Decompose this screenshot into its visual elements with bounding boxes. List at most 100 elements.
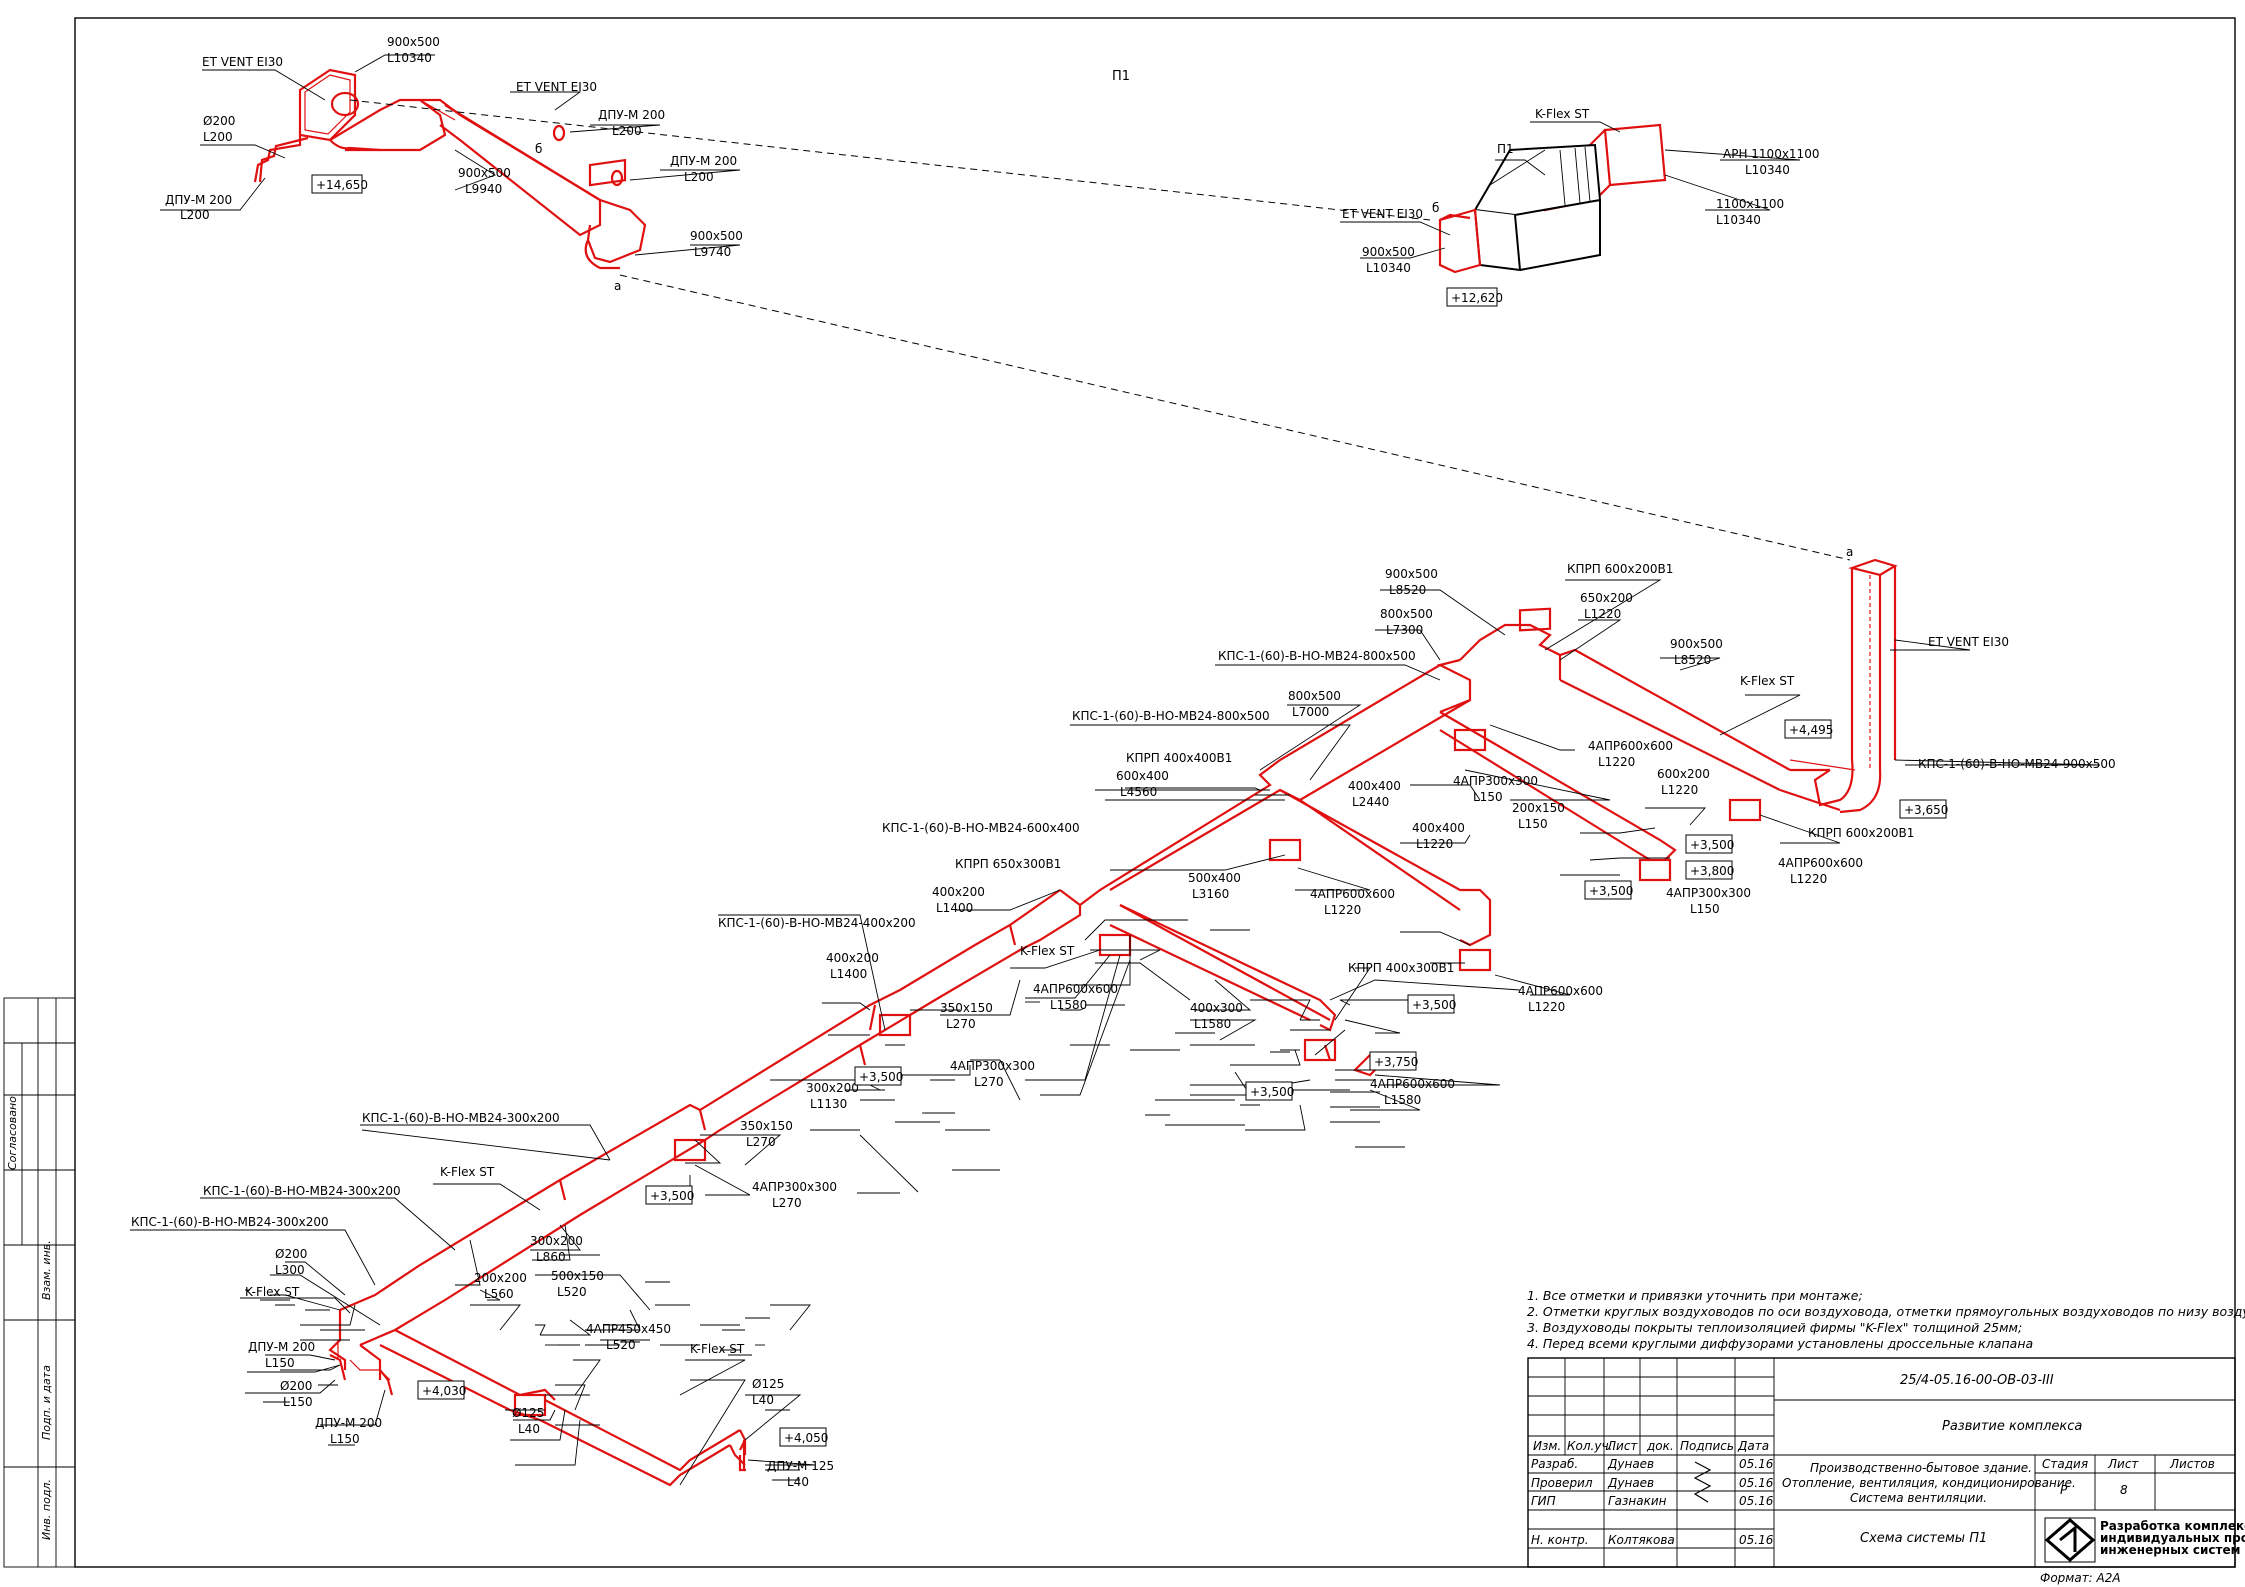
- main-duct-network: [328, 558, 1898, 1487]
- label-l34: КПРП 600х200В1: [1808, 826, 1914, 840]
- mark-14650: +14,650: [316, 178, 368, 192]
- label-l10: K-Flex ST: [1535, 107, 1590, 121]
- label-l51b: L270: [974, 1075, 1004, 1089]
- label-l29b: L150: [1473, 790, 1503, 804]
- mark-12620: +12,620: [1451, 291, 1503, 305]
- label-l68b: L150: [283, 1395, 313, 1409]
- mark-3750: +3,750: [1374, 1055, 1418, 1069]
- label-l13b: L10340: [1716, 213, 1761, 227]
- tb-date-2: 05.16: [1739, 1494, 1774, 1508]
- label-l5a: ДПУ-М 200: [165, 193, 232, 207]
- label-l4b: L200: [203, 130, 233, 144]
- label-l8a: ДПУ-М 200: [670, 154, 737, 168]
- tb-role-2: ГИП: [1531, 1494, 1556, 1508]
- label-l66: K-Flex ST: [690, 1342, 745, 1356]
- label-l33a: 200х150: [1512, 801, 1565, 815]
- label-l14: ET VENT EI30: [1342, 207, 1423, 221]
- label-l52b: L1580: [1384, 1093, 1421, 1107]
- label-l20b: L7300: [1386, 623, 1423, 637]
- side-stamp: Согласовано Взам. инв. Подп. и дата Инв.…: [3, 997, 76, 1568]
- signature: [1693, 1461, 1712, 1503]
- label-l17: КПРП 600х200В1: [1567, 562, 1673, 576]
- label-l53a: 300х200: [806, 1081, 859, 1095]
- label-l59: КПС-1-(60)-В-НО-МВ24-300х200: [131, 1215, 329, 1229]
- mark-3650: +3,650: [1904, 803, 1948, 817]
- tb-name-3: Колтякова: [1608, 1533, 1675, 1547]
- label-l41b: L150: [1690, 902, 1720, 916]
- label-l24a: 800х500: [1288, 689, 1341, 703]
- label-l55a: 350х150: [740, 1119, 793, 1133]
- label-l32b: L2440: [1352, 795, 1389, 809]
- label-l23: K-Flex ST: [1740, 674, 1795, 688]
- general-notes: 1. Все отметки и привязки уточнить при м…: [1527, 1288, 2245, 1351]
- tb-sheets-header: Листов: [2169, 1457, 2215, 1471]
- label-l2b: L10340: [387, 51, 432, 65]
- tb-name-2: Газнакин: [1608, 1494, 1667, 1508]
- label-l6b: L200: [612, 124, 642, 138]
- label-l28: КПРП 400х400В1: [1126, 751, 1232, 765]
- label-l12b: L10340: [1745, 163, 1790, 177]
- label-l35: КПС-1-(60)-В-НО-МВ24-600х400: [882, 821, 1080, 835]
- label-l69b: L150: [330, 1432, 360, 1446]
- label-l71a: Ø125: [752, 1377, 784, 1391]
- label-l71b: L40: [752, 1393, 774, 1407]
- label-l44: K-Flex ST: [1020, 944, 1075, 958]
- label-l16a: 900х500: [1385, 567, 1438, 581]
- label-l38: КПРП 650х300В1: [955, 857, 1061, 871]
- mark-3500e: +3,500: [859, 1070, 903, 1084]
- tb-role-0: Разраб.: [1531, 1457, 1578, 1471]
- letter-a2: а: [1846, 545, 1853, 559]
- label-l15b: L10340: [1366, 261, 1411, 275]
- system-title: П1: [1112, 69, 1130, 84]
- label-l48a: 400х200: [826, 951, 879, 965]
- label-l7b: L9940: [465, 182, 502, 196]
- label-l60b: L860: [536, 1250, 566, 1264]
- company-logo: [2044, 1517, 2096, 1563]
- label-l32a: 400х400: [1348, 779, 1401, 793]
- stamp-inv: Инв. подл.: [40, 1479, 53, 1540]
- tb-h-izm: Изм.: [1533, 1439, 1561, 1453]
- label-l57a: 4АПР300х300: [752, 1180, 837, 1194]
- label-l8b: L200: [684, 170, 714, 184]
- drawing-frame: [74, 17, 2236, 1568]
- label-l53b: L1130: [810, 1097, 847, 1111]
- label-l1: ET VENT EI30: [202, 55, 283, 69]
- mark-3500d: +3,500: [1250, 1085, 1294, 1099]
- tb-stage-header: Стадия: [2042, 1457, 2088, 1471]
- tb-role-1: Проверил: [1531, 1476, 1593, 1490]
- label-l25a: 4АПР600х600: [1588, 739, 1673, 753]
- label-l61b: L300: [275, 1263, 305, 1277]
- label-l37b: L1220: [1790, 872, 1827, 886]
- label-l27: КПС-1-(60)-В-НО-МВ24-900х500: [1918, 757, 2116, 771]
- tb-desc-1: Отопление, вентиляция, кондиционирование…: [1782, 1476, 2076, 1490]
- label-l46: КПРП 400х300В1: [1348, 961, 1454, 975]
- label-l16b: L8520: [1389, 583, 1426, 597]
- tb-stage: Р: [2060, 1483, 2068, 1497]
- label-l48b: L1400: [830, 967, 867, 981]
- label-l40a: 500х400: [1188, 871, 1241, 885]
- label-l3: ET VENT EI30: [516, 80, 597, 94]
- label-l30b: L1220: [1661, 783, 1698, 797]
- tb-h-date: Дата: [1737, 1439, 1769, 1453]
- label-l13a: 1100х1100: [1716, 197, 1784, 211]
- tb-h-kol: Кол.уч.: [1567, 1439, 1612, 1453]
- label-l45b: L1580: [1050, 998, 1087, 1012]
- label-l21b: L8520: [1674, 653, 1711, 667]
- label-l2a: 900х500: [387, 35, 440, 49]
- air-handling-unit: [1438, 123, 1667, 274]
- label-l55b: L270: [746, 1135, 776, 1149]
- label-l9a: 900х500: [690, 229, 743, 243]
- label-l39b: L1220: [1324, 903, 1361, 917]
- label-l30a: 600х200: [1657, 767, 1710, 781]
- label-l58: КПС-1-(60)-В-НО-МВ24-300х200: [203, 1184, 401, 1198]
- mark-3500c: +3,500: [1412, 998, 1456, 1012]
- label-l31a: 600х400: [1116, 769, 1169, 783]
- label-l70b: L40: [518, 1422, 540, 1436]
- label-l24b: L7000: [1292, 705, 1329, 719]
- label-l67a: ДПУ-М 200: [248, 1340, 315, 1354]
- label-l47a: 4АПР600х600: [1518, 984, 1603, 998]
- mark-4050: +4,050: [784, 1431, 828, 1445]
- label-l60a: 300х200: [530, 1234, 583, 1248]
- leader-lines: [130, 54, 2101, 1486]
